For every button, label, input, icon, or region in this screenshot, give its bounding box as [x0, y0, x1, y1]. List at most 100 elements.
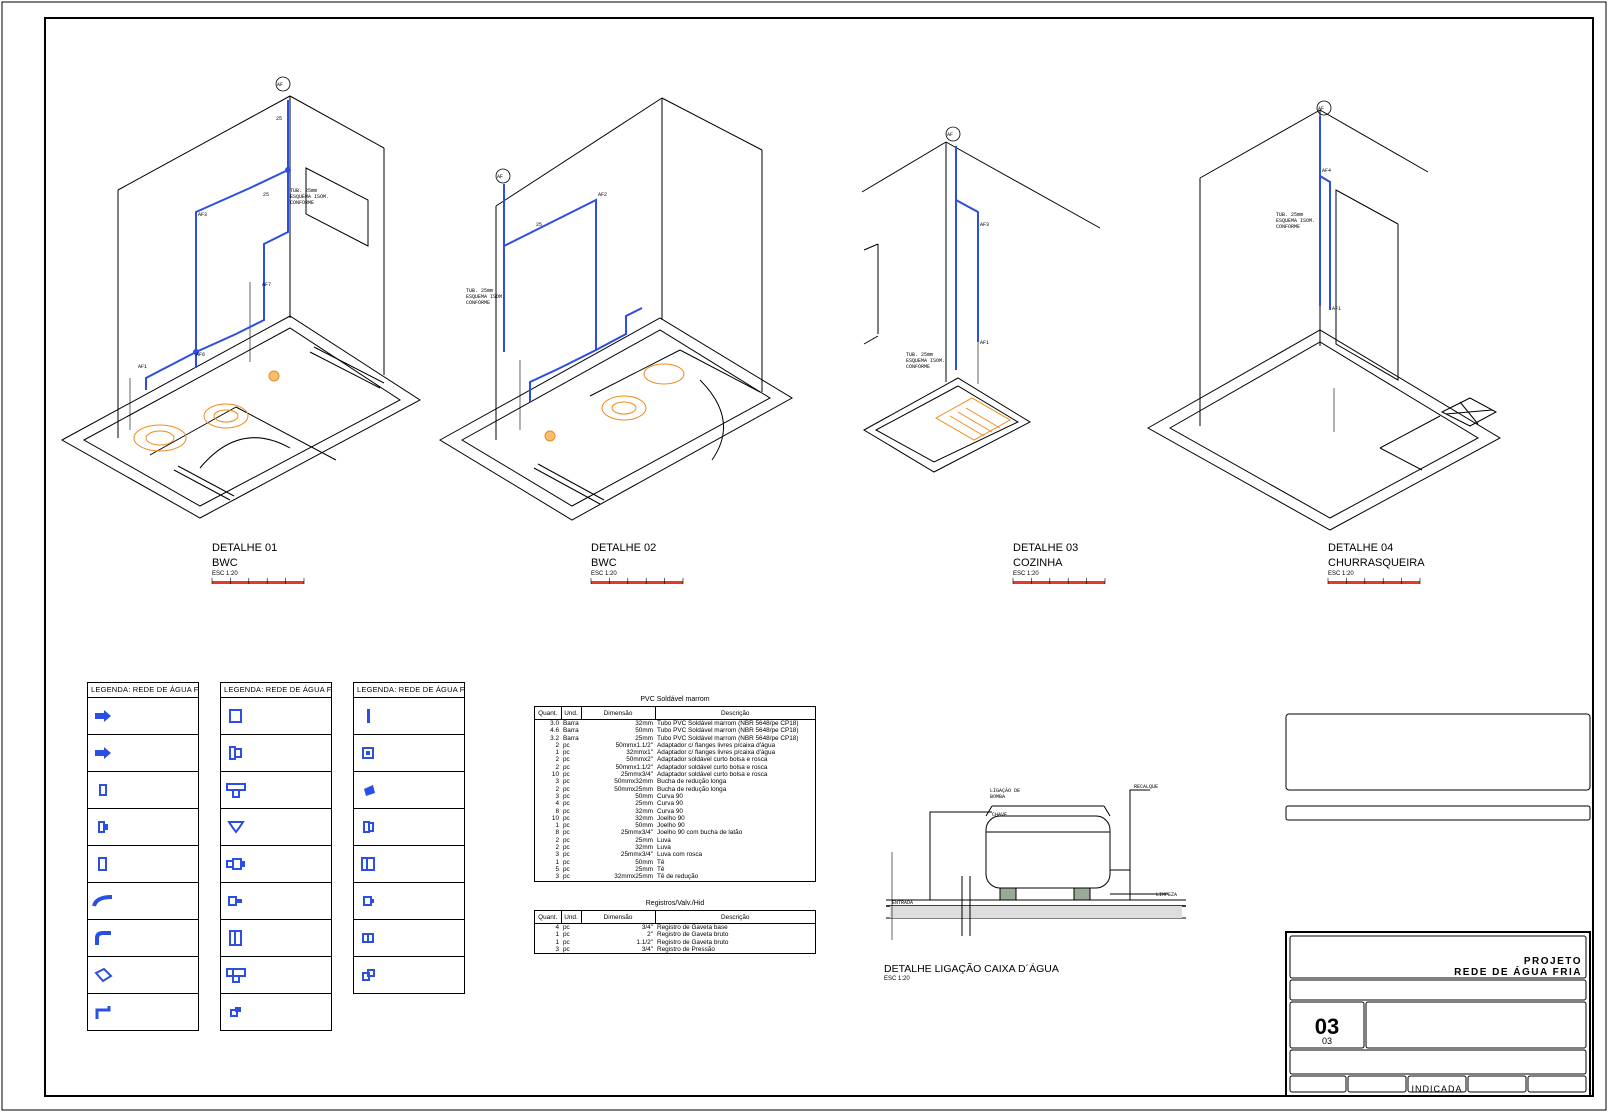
detail-scale: ESC 1:20: [212, 571, 238, 577]
svg-text:RECALQUE: RECALQUE: [1134, 784, 1158, 790]
detail-03-fixtures: [934, 397, 1012, 441]
table-cell: Luva: [657, 836, 671, 844]
table-cell: Barra: [563, 720, 579, 727]
square-fitting-icon: [221, 709, 251, 723]
legend-item: [221, 772, 331, 809]
table-cell: Tubo PVC Soldável marrom (NBR 5648/pe CP…: [657, 727, 799, 735]
detail-03-drawing: [861, 141, 1101, 473]
svg-text:CHAVE: CHAVE: [992, 812, 1007, 818]
sheet-number: 03: [1315, 1014, 1339, 1039]
legend-item: [221, 920, 331, 957]
table-cell: 10: [551, 771, 559, 779]
table-cell: pc: [563, 785, 570, 793]
table-cell: pc: [563, 931, 570, 939]
svg-text:ESQUEMA ISOM.: ESQUEMA ISOM.: [290, 194, 329, 200]
table-cell: 2: [555, 763, 559, 771]
table-cell: Curva 90: [657, 807, 683, 815]
svg-text:AF3: AF3: [198, 212, 207, 218]
pipe-segment-icon: [354, 708, 384, 724]
scale-bar: [1013, 581, 1105, 584]
legend-item: [354, 698, 464, 735]
table-cell: 1: [555, 822, 559, 830]
table-cell: 4: [555, 924, 559, 931]
scale-bar: [1328, 581, 1420, 584]
svg-text:AF: AF: [277, 82, 283, 88]
elbow-90-icon: [88, 1004, 118, 1020]
table-header-cell: Und.: [560, 706, 582, 720]
table-cell: 3: [555, 792, 559, 800]
table-header-cell: Descrição: [654, 706, 816, 720]
coupling-icon: [354, 856, 384, 872]
table-cell: Adaptador c/ flanges livres p/caixa d'ág…: [657, 749, 776, 757]
table-cell: 25mm: [635, 734, 653, 742]
table-cell: pc: [563, 822, 570, 830]
scale-bar-ticks: [211, 578, 305, 584]
svg-text:AF: AF: [1318, 106, 1324, 112]
legend-item: [221, 883, 331, 920]
table-cell: Tubo PVC Soldável marrom (NBR 5648/pe CP…: [657, 720, 799, 727]
legend-item: [88, 772, 198, 809]
table-cell: pc: [563, 814, 570, 822]
svg-text:25: 25: [263, 192, 269, 198]
title-block: [1285, 713, 1591, 1097]
detail-subtitle: CHURRASQUEIRA: [1328, 557, 1425, 569]
pipe-cap-icon: [88, 783, 118, 797]
legend-3: LEGENDA: REDE DE ÁGUA FRIA: [353, 682, 465, 994]
table-cell: Adaptador soldável curto bolsa e rosca: [657, 756, 768, 764]
detail-title: DETALHE 01: [212, 542, 277, 554]
angle-fitting-icon: [354, 783, 384, 797]
table-cell: Tê: [657, 858, 665, 866]
table-cell: pc: [563, 807, 570, 815]
detail-02-fixtures: [544, 363, 685, 442]
table-cell: 50mmx2": [626, 756, 653, 764]
table-cell: pc: [563, 873, 570, 881]
table-cell: Curva 90: [657, 800, 683, 808]
union-icon: [221, 894, 251, 908]
legend-item: [221, 846, 331, 883]
legend-item: [354, 920, 464, 957]
table-cell: pc: [563, 749, 570, 757]
legend-item: [354, 809, 464, 846]
table-cell: pc: [563, 792, 570, 800]
gear-fitting-icon: [354, 745, 384, 761]
table-cell: pc: [563, 851, 570, 859]
table-cell: 32mmx1": [626, 749, 653, 757]
table-cell: pc: [563, 945, 570, 953]
scale-bar-ticks: [590, 578, 684, 584]
table-cell: 2: [555, 756, 559, 764]
table-cell: 32mm: [635, 807, 653, 815]
svg-text:LIGAÇÃO DE: LIGAÇÃO DE: [990, 787, 1020, 794]
detail-title: DETALHE 03: [1013, 542, 1078, 554]
table-header-cell: Dimensão: [580, 910, 656, 924]
table-cell: 5: [555, 865, 559, 873]
table-cell: Bucha de redução longa: [657, 785, 727, 793]
svg-text:CONFORME: CONFORME: [290, 200, 314, 206]
double-fitting-icon: [221, 929, 251, 947]
svg-text:TUB. 25mm: TUB. 25mm: [906, 352, 933, 358]
detail-subtitle: COZINHA: [1013, 557, 1063, 569]
table-cell: pc: [563, 858, 570, 866]
table-cell: Registro de Gaveta bruto: [657, 938, 729, 946]
table-cell: pc: [563, 924, 570, 931]
table-cell: 32mm: [635, 720, 653, 727]
detail-title: DETALHE 04: [1328, 542, 1393, 554]
table-cell: 25mmx3/4": [620, 829, 653, 837]
table-header-cell: Quant.: [534, 910, 562, 924]
table-cell: Joelho 90 com bucha de latão: [657, 829, 743, 837]
table-cell: 3: [555, 945, 559, 953]
scale-bar-ticks: [1012, 578, 1106, 584]
legend-item: [88, 809, 198, 846]
svg-text:AF6: AF6: [196, 352, 205, 358]
legend-item: [354, 957, 464, 993]
cross-fitting-icon: [221, 967, 251, 983]
table-cell: Tubo PVC Soldável marrom (NBR 5648/pe CP…: [657, 734, 799, 742]
